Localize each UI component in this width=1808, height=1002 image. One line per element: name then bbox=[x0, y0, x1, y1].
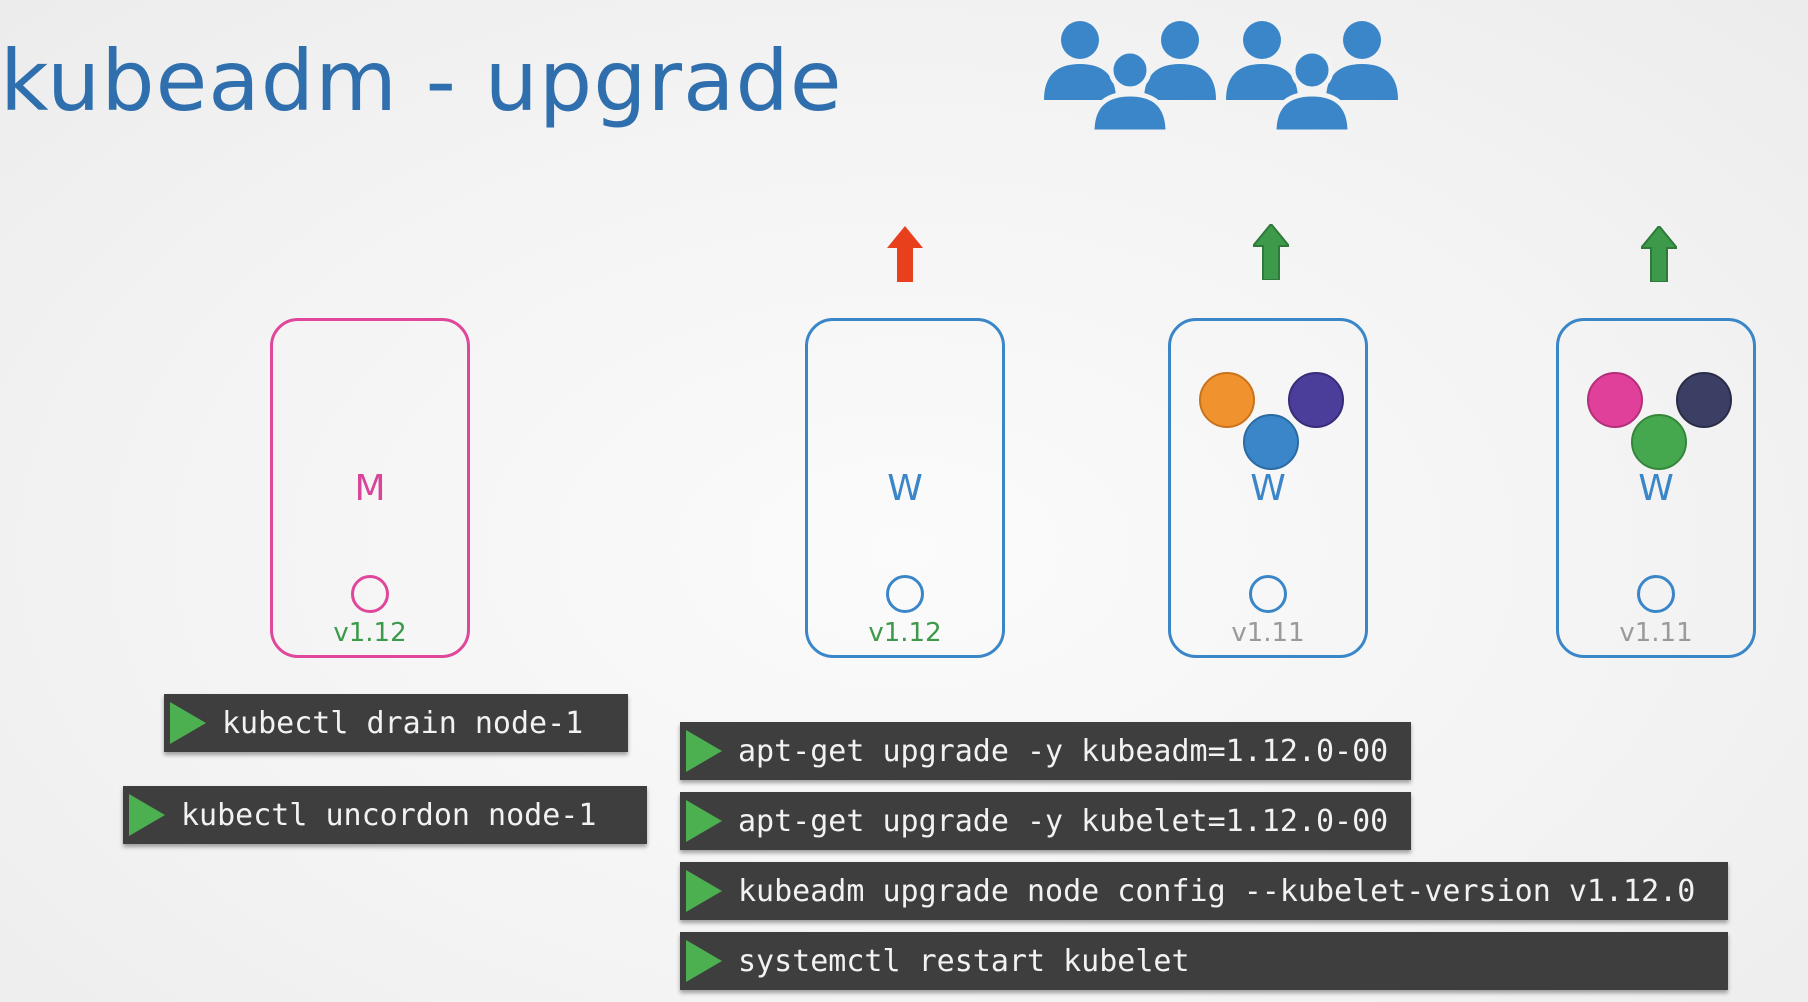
command-text: kubeadm upgrade node config --kubelet-ve… bbox=[738, 873, 1696, 909]
kubelet-circle bbox=[351, 575, 389, 613]
command-upgrade-kubelet: apt-get upgrade -y kubelet=1.12.0-00 bbox=[680, 792, 1411, 850]
page-title: kubeadm - upgrade bbox=[0, 32, 843, 130]
kubelet-circle bbox=[1249, 575, 1287, 613]
command-upgrade-kubeadm: apt-get upgrade -y kubeadm=1.12.0-00 bbox=[680, 722, 1411, 780]
command-text: apt-get upgrade -y kubeadm=1.12.0-00 bbox=[738, 733, 1389, 769]
worker-node-3: W v1.11 bbox=[1556, 318, 1756, 658]
node-label: M bbox=[354, 468, 386, 509]
worker-node-1: W v1.12 bbox=[805, 318, 1005, 658]
play-icon bbox=[686, 800, 722, 842]
command-uncordon: kubectl uncordon node-1 bbox=[123, 786, 647, 844]
arrow-up-icon bbox=[1641, 226, 1677, 282]
play-icon bbox=[170, 702, 206, 744]
command-text: systemctl restart kubelet bbox=[738, 943, 1190, 979]
pod bbox=[1587, 372, 1643, 428]
pod bbox=[1676, 372, 1732, 428]
node-version: v1.12 bbox=[868, 618, 942, 648]
kubelet-circle bbox=[1637, 575, 1675, 613]
node-version: v1.11 bbox=[1619, 618, 1693, 648]
worker-node-2: W v1.11 bbox=[1168, 318, 1368, 658]
kubelet-circle bbox=[886, 575, 924, 613]
pod bbox=[1631, 414, 1687, 470]
command-text: kubectl drain node-1 bbox=[222, 705, 584, 741]
play-icon bbox=[686, 940, 722, 982]
play-icon bbox=[686, 730, 722, 772]
pod bbox=[1288, 372, 1344, 428]
arrow-up-icon bbox=[887, 226, 923, 282]
play-icon bbox=[129, 794, 165, 836]
pod bbox=[1199, 372, 1255, 428]
master-node: M v1.12 bbox=[270, 318, 470, 658]
node-version: v1.12 bbox=[333, 618, 407, 648]
play-icon bbox=[686, 870, 722, 912]
node-label: W bbox=[1250, 468, 1286, 509]
users-group-icon bbox=[1044, 21, 1398, 133]
command-upgrade-node-config: kubeadm upgrade node config --kubelet-ve… bbox=[680, 862, 1728, 920]
pod bbox=[1243, 414, 1299, 470]
command-text: kubectl uncordon node-1 bbox=[181, 797, 597, 833]
command-drain: kubectl drain node-1 bbox=[164, 694, 628, 752]
node-version: v1.11 bbox=[1231, 618, 1305, 648]
node-label: W bbox=[1638, 468, 1674, 509]
command-restart-kubelet: systemctl restart kubelet bbox=[680, 932, 1728, 990]
arrow-up-icon bbox=[1253, 224, 1289, 280]
command-text: apt-get upgrade -y kubelet=1.12.0-00 bbox=[738, 803, 1389, 839]
node-label: W bbox=[887, 468, 923, 509]
